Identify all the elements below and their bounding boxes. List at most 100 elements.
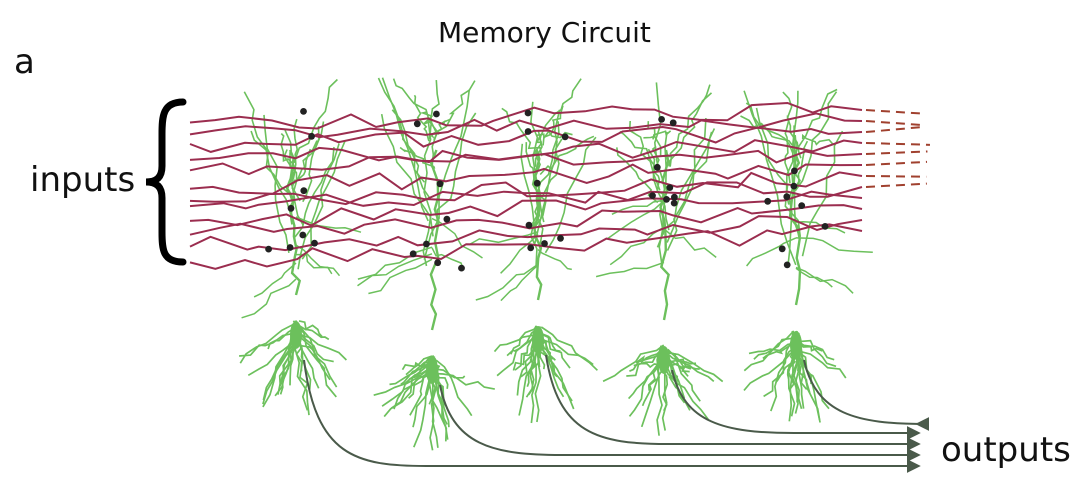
- synapse: [791, 167, 798, 175]
- output-arrow-2: [439, 384, 921, 462]
- figure-title: Memory Circuit: [438, 16, 651, 49]
- synapse: [433, 110, 440, 118]
- apical-trunk: [788, 149, 802, 306]
- synapse: [541, 240, 548, 247]
- basal-dendrite: [628, 357, 663, 417]
- apical-branch: [745, 102, 794, 155]
- basal-dendrite: [428, 374, 448, 442]
- synapse: [778, 245, 786, 253]
- neuron-3: [468, 78, 598, 424]
- soma: [658, 346, 670, 374]
- synapse: [649, 192, 656, 200]
- oblique-branch: [537, 249, 572, 271]
- oblique-branch: [368, 258, 433, 295]
- synapse: [557, 234, 564, 242]
- basal-dendrite: [297, 324, 330, 341]
- synapse: [653, 163, 661, 171]
- apical-branch: [436, 112, 477, 226]
- apical-branch: [784, 115, 791, 184]
- basal-dendrite: [262, 336, 299, 401]
- oblique-branch: [468, 230, 539, 246]
- synapse: [300, 108, 307, 115]
- synapse: [821, 223, 829, 230]
- basal-dendrite: [602, 344, 665, 383]
- apical-branch: [243, 91, 292, 215]
- apical-branch: [283, 149, 295, 225]
- oblique-branch: [500, 264, 539, 302]
- apical-branch: [542, 105, 564, 146]
- basal-dendrite: [433, 363, 449, 389]
- input-axon: [189, 190, 863, 227]
- soma: [532, 326, 544, 354]
- input-axon: [189, 223, 863, 270]
- synapse: [790, 182, 798, 190]
- synapse: [409, 250, 417, 258]
- input-axon: [189, 215, 863, 252]
- apical-branch: [533, 129, 543, 231]
- input-axon: [189, 149, 863, 176]
- output-arrow-5: [803, 359, 930, 431]
- synapse: [458, 264, 465, 272]
- apical-branch: [423, 89, 471, 260]
- synapse: [443, 215, 451, 223]
- apical-trunk: [429, 149, 440, 331]
- synapse: [311, 239, 318, 247]
- basal-dendrite: [794, 338, 835, 361]
- apical-branch: [501, 107, 543, 157]
- apical-branch: [628, 120, 661, 191]
- synapse: [524, 128, 532, 135]
- synapse: [658, 116, 665, 123]
- oblique-branch: [746, 237, 797, 267]
- oblique-branch: [357, 253, 433, 287]
- apical-branch: [643, 130, 672, 140]
- apical-branch: [539, 78, 582, 141]
- basal-dendrite: [665, 351, 715, 383]
- input-axon-dashed-end: [865, 175, 927, 178]
- synapse: [287, 204, 295, 212]
- input-axon-dashed-end: [865, 182, 927, 188]
- oblique-branch: [253, 262, 297, 298]
- apical-branch: [377, 77, 426, 183]
- oblique-branch: [357, 246, 433, 280]
- synapse: [764, 197, 772, 205]
- input-axon: [189, 163, 863, 195]
- oblique-branch: [431, 247, 465, 271]
- oblique-branch: [295, 244, 341, 277]
- synapse-layer: [265, 108, 829, 272]
- apical-branch: [651, 145, 665, 203]
- synapse: [666, 184, 674, 192]
- synapse: [671, 193, 678, 201]
- basal-dendrite: [662, 361, 709, 420]
- input-axon: [189, 112, 863, 139]
- synapse: [663, 196, 670, 203]
- synapse: [798, 202, 806, 210]
- basal-dendrite: [496, 326, 541, 377]
- input-axon-layer: [189, 101, 863, 270]
- apical-branch: [433, 80, 476, 141]
- input-axon: [189, 171, 863, 206]
- basal-dendrite: [294, 330, 347, 361]
- input-axon: [189, 101, 863, 130]
- synapse: [436, 180, 444, 188]
- output-arrow-layer: [303, 354, 930, 473]
- synapse: [434, 259, 442, 267]
- apical-branch: [743, 90, 797, 266]
- apical-branch: [430, 118, 451, 139]
- apical-branch: [429, 80, 440, 168]
- oblique-branch: [500, 233, 539, 274]
- synapse: [413, 120, 421, 128]
- outputs-label: outputs: [941, 430, 1071, 470]
- synapse: [533, 179, 541, 187]
- output-arrow-4: [671, 369, 921, 440]
- basal-dendrite: [510, 325, 538, 355]
- synapse: [670, 199, 678, 207]
- synapse: [423, 240, 430, 248]
- basal-dendrite: [292, 320, 337, 398]
- basal-dendrite: [298, 320, 323, 338]
- oblique-branch: [611, 199, 665, 215]
- oblique-branch: [795, 267, 833, 288]
- basal-dendrite: [667, 350, 689, 377]
- basal-dendrite: [743, 330, 795, 372]
- apical-branch: [785, 90, 799, 205]
- output-arrow-3: [545, 354, 921, 451]
